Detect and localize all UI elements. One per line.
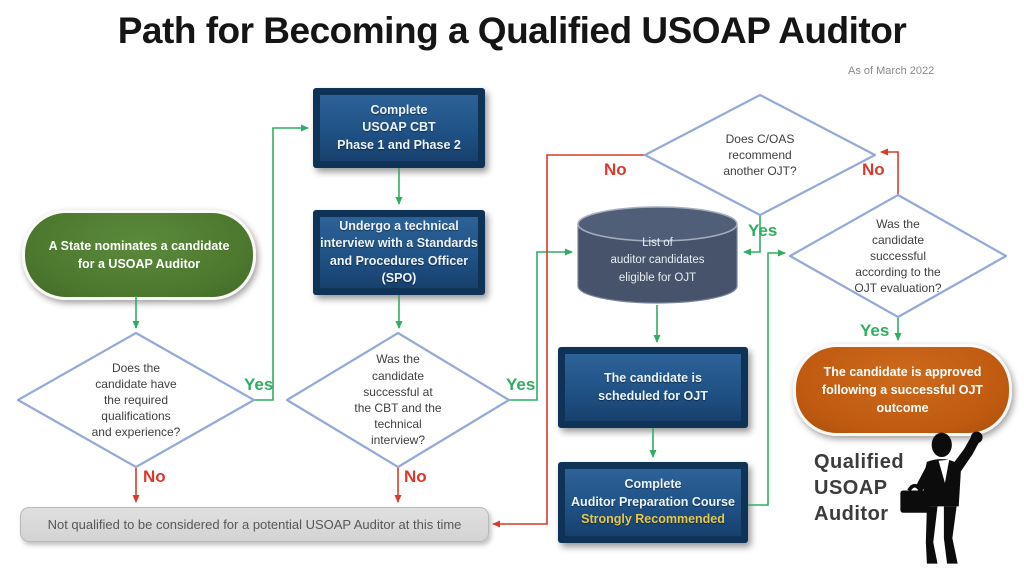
decision-ojt-evaluation-shape (788, 193, 1008, 319)
edge-d4-no-d3 (880, 148, 899, 195)
edge-d2-yes-cylinder (509, 248, 573, 401)
decision-ojt-evaluation-label: Was the candidate successful according t… (854, 216, 942, 296)
node-candidate-approved: The candidate is approved following a su… (793, 344, 1012, 436)
node-technical-interview: Undergo a technical interview with a Sta… (313, 210, 485, 295)
qualified-auditor-icon (896, 430, 996, 570)
label-d1-yes: Yes (244, 375, 274, 394)
label-d1-no: No (143, 467, 166, 486)
decision-cbt-interview-shape (285, 331, 511, 469)
decision-coas-ojt-shape (643, 93, 877, 217)
node-not-qualified-label: Not qualified to be considered for a pot… (47, 517, 462, 532)
as-of-date: As of March 2022 (848, 65, 935, 77)
decision-qualifications-shape (16, 331, 256, 469)
page-title: Path for Becoming a Qualified USOAP Audi… (117, 10, 907, 51)
node-complete-cbt-label: Complete USOAP CBT Phase 1 and Phase 2 (337, 102, 461, 152)
qualified-auditor-caption: Qualified USOAP Auditor (814, 451, 905, 525)
label-d3-yes: Yes (748, 221, 778, 240)
businessman-silhouette-icon (900, 431, 983, 564)
label-d4-yes: Yes (860, 321, 890, 340)
node-prep-course-label: Complete Auditor Preparation Course (571, 477, 735, 509)
edge-d1-yes-cbt (254, 124, 309, 401)
label-d4-no: No (862, 160, 885, 179)
edge-d3-no-notqualified (492, 154, 645, 528)
node-complete-cbt: Complete USOAP CBT Phase 1 and Phase 2 (313, 88, 485, 168)
node-state-nominates-label: A State nominates a candidate for a USOA… (48, 238, 230, 271)
node-candidate-approved-label: The candidate is approved following a su… (821, 364, 984, 416)
node-technical-interview-label: Undergo a technical interview with a Sta… (320, 218, 478, 286)
label-d2-no: No (404, 467, 427, 486)
database-cylinder-shape (577, 206, 738, 304)
node-prep-course-note: Strongly Recommended (581, 512, 725, 527)
node-scheduled-ojt: The candidate is scheduled for OJT (558, 347, 748, 428)
decision-qualifications-label: Does the candidate have the required qua… (91, 360, 181, 440)
node-prep-course: Complete Auditor Preparation Course Stro… (558, 462, 748, 543)
decision-coas-ojt-label: Does C/OAS recommend another OJT? (723, 131, 797, 179)
label-d2-yes: Yes (506, 375, 536, 394)
node-state-nominates: A State nominates a candidate for a USOA… (22, 210, 256, 300)
node-scheduled-ojt-label: The candidate is scheduled for OJT (598, 371, 708, 403)
database-cylinder-label: List of auditor candidates eligible for … (610, 237, 705, 284)
node-not-qualified: Not qualified to be considered for a pot… (20, 507, 489, 542)
label-d3-no: No (604, 160, 627, 179)
edge-prep-d4 (748, 249, 786, 506)
edge-d3-yes-cylinder (743, 215, 761, 256)
decision-cbt-interview-label: Was the candidate successful at the CBT … (354, 352, 442, 448)
